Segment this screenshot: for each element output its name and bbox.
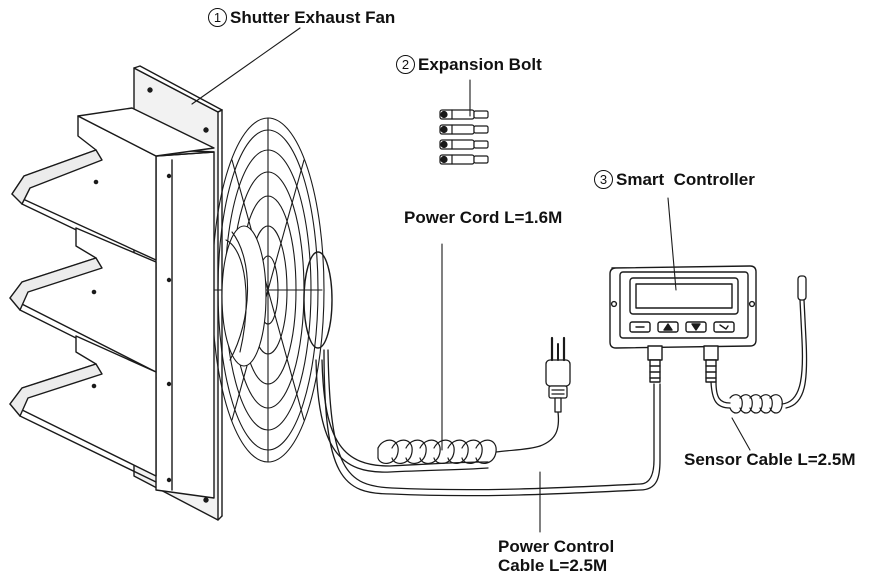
expansion-bolt	[439, 154, 489, 165]
expansion-bolt	[439, 139, 489, 150]
bolt-label-text: Expansion Bolt	[418, 55, 542, 74]
fan-number-badge: 1	[208, 8, 227, 27]
shutter-blade	[9, 335, 157, 483]
shutter-blade	[9, 227, 157, 379]
power-control-label-line1: Power Control	[498, 537, 615, 556]
shutter-exhaust-fan	[9, 65, 333, 521]
power-cord-coil	[377, 439, 541, 464]
controller-connector	[647, 345, 663, 383]
power-control-cable-label: Power Control Cable L=2.5M	[498, 537, 614, 575]
fan-wire-guard	[211, 117, 325, 463]
power-cord-label-text: Power Cord L=1.6M	[404, 208, 563, 227]
sensor-cable-coil	[729, 394, 783, 414]
expansion-bolts	[439, 109, 489, 165]
controller-number-badge: 3	[594, 170, 613, 189]
up-arrow-icon	[663, 323, 673, 331]
down-arrow-icon	[691, 323, 701, 331]
controller-leader-line	[667, 197, 677, 291]
power-control-label-line2: Cable L=2.5M	[498, 556, 608, 575]
sensor-cable-label-text: Sensor Cable L=2.5M	[684, 450, 856, 469]
fan-leader-line	[191, 27, 301, 105]
expansion-bolt	[439, 109, 489, 120]
power-plug	[545, 336, 571, 413]
fan-label-text: Shutter Exhaust Fan	[230, 8, 396, 27]
controller-buttons	[629, 321, 735, 333]
smart-controller	[609, 265, 757, 383]
power-control-cable	[323, 349, 661, 497]
fan-front-frame	[155, 151, 215, 499]
power-cord-label: Power Cord L=1.6M	[404, 208, 562, 227]
sensor-cable	[710, 275, 808, 414]
power-cord	[315, 243, 560, 473]
expansion-bolt	[439, 124, 489, 135]
controller-label-text: Smart Controller	[616, 170, 755, 189]
temperature-probe	[797, 275, 807, 301]
sensor-cable-label: Sensor Cable L=2.5M	[684, 450, 855, 469]
controller-connector	[703, 345, 719, 383]
sensor-leader-line	[731, 417, 751, 451]
enter-icon	[719, 324, 729, 330]
bolt-number-badge: 2	[396, 55, 415, 74]
